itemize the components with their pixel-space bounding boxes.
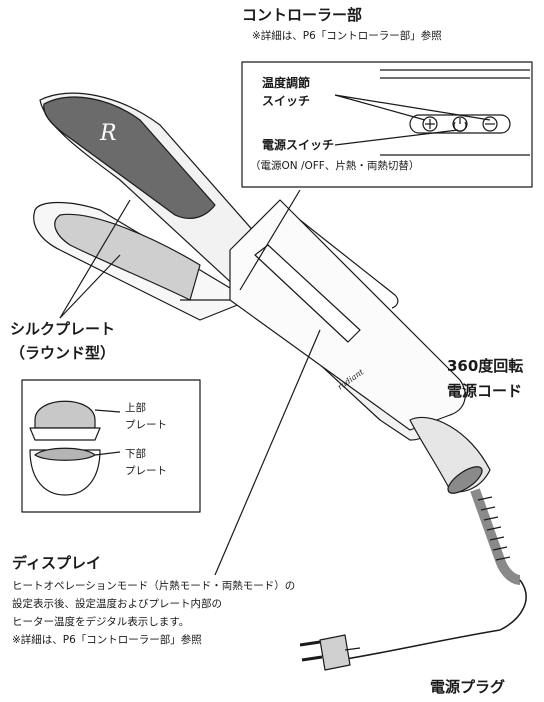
controller-panel (299, 219, 399, 309)
controller-title: コントローラー部 (242, 6, 363, 24)
upper-plate-shape (34, 400, 96, 429)
swivel-cord-label-1: 360度回転 (447, 357, 524, 375)
upper-plate-label-2: プレート (125, 419, 167, 431)
swivel-cord-label-2: 電源コード (447, 382, 523, 400)
display-title: ディスプレイ (12, 554, 101, 572)
temp-switch-label-1: 温度調節 (262, 76, 311, 90)
power-plug (299, 634, 361, 671)
silk-plate-label-2: （ラウンド型） (10, 344, 116, 362)
leader-silk-upper (59, 199, 131, 319)
power-switch-detail: （電源ON /OFF、片熱・両熱切替） (250, 160, 420, 172)
display-desc-line: 設定表示後、設定温度およびプレート内部の (12, 598, 222, 610)
temp-switch-label-2: スイッチ (262, 94, 311, 108)
leader-display (214, 329, 321, 576)
display-desc-line: ※詳細は、P6「コントローラー部」参照 (12, 634, 202, 646)
plug-label: 電源プラグ (430, 678, 506, 696)
handle-body (229, 199, 466, 431)
lower-plate-label-2: プレート (125, 465, 167, 477)
silk-plate-label-1: シルクプレート (10, 320, 116, 338)
brand-logo: R (99, 121, 117, 146)
power-cord (470, 488, 521, 585)
swivel-connector (409, 416, 491, 493)
controller-note: ※詳細は、P6「コントローラー部」参照 (252, 30, 442, 42)
upper-arm-dark-panel (43, 96, 216, 219)
leader-controller (239, 189, 301, 291)
plate-inset-box (21, 379, 201, 513)
upper-plate-label-1: 上部 (125, 402, 146, 414)
display-window (254, 244, 361, 343)
display-desc-line: ヒーター温度をデジタル表示します。 (12, 616, 190, 628)
power-switch-label: 電源スイッチ (262, 138, 335, 152)
lower-plate-label-1: 下部 (125, 448, 146, 460)
lower-arm-plate (54, 213, 201, 301)
leader-silk-lower (59, 254, 121, 319)
lower-plate-shape (29, 449, 101, 496)
display-desc-line: ヒートオペレーションモード（片熱モード・両熱モード）の (12, 580, 296, 592)
cord-lower (339, 629, 501, 661)
